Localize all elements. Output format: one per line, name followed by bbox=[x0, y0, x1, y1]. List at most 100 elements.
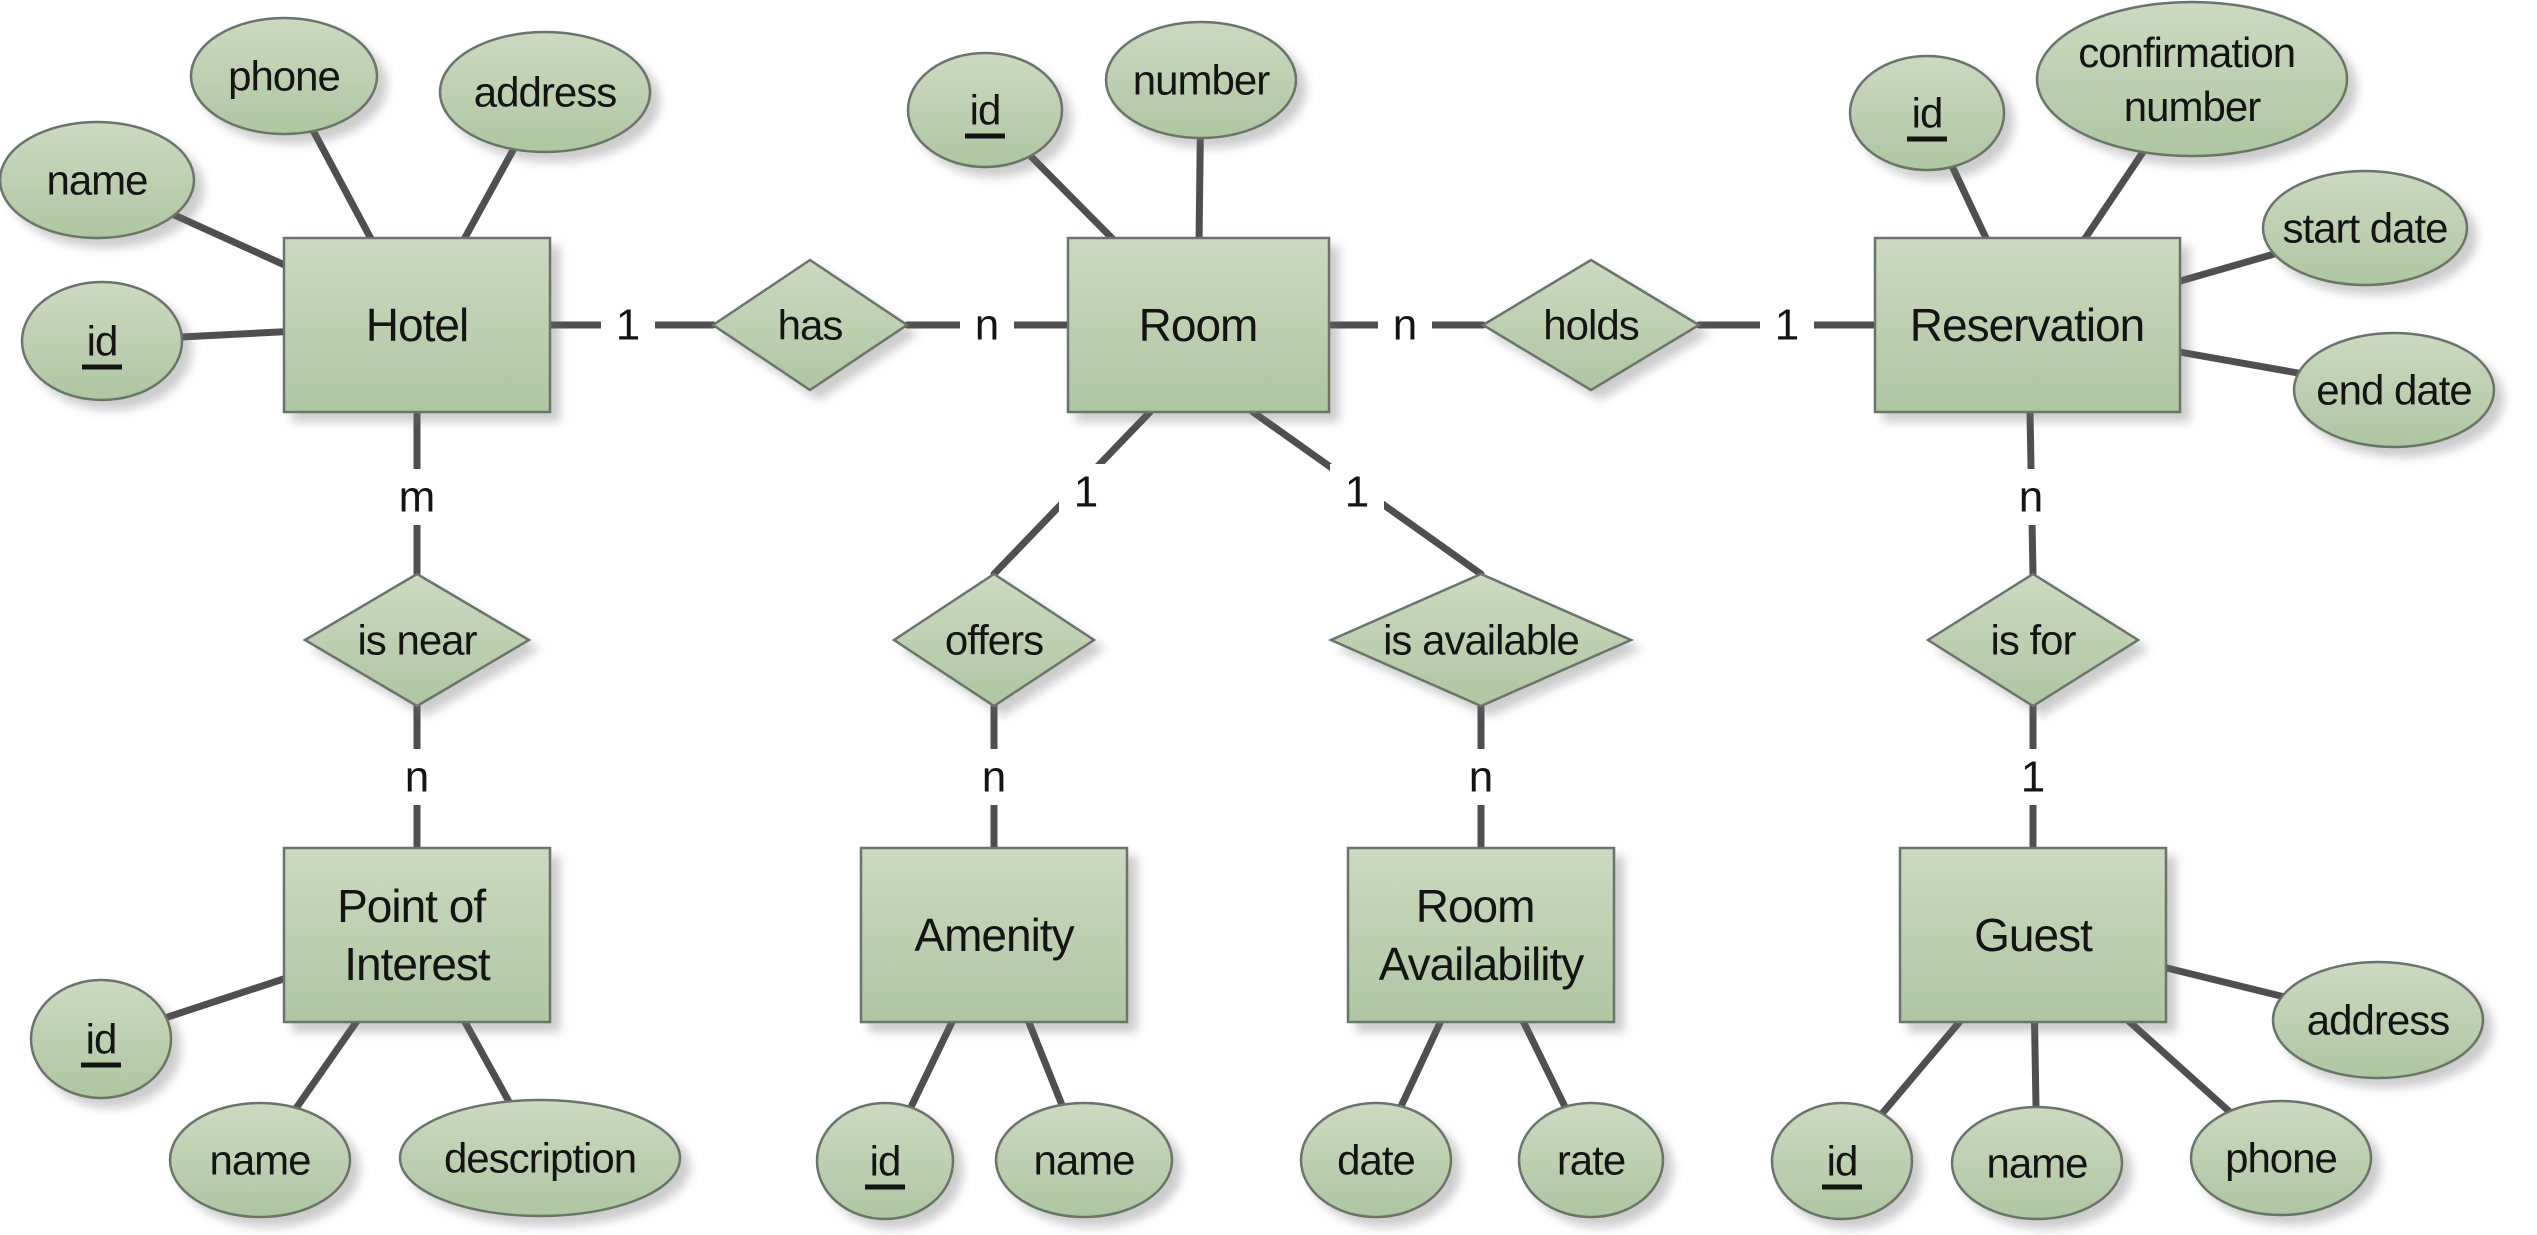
attribute-poi-description-label: description bbox=[444, 1135, 636, 1182]
attribute-poi-name-label: name bbox=[209, 1137, 310, 1184]
entity-room-label: Room bbox=[1139, 299, 1258, 351]
attribute-guest-phone-ellipse bbox=[2189, 1099, 2373, 1217]
entity-poi-label-line2: Interest bbox=[344, 938, 491, 990]
cardinality-holds-reservation: 1 bbox=[1775, 301, 1799, 350]
attribute-hotel-name-label: name bbox=[46, 157, 147, 204]
cardinality-gap bbox=[2004, 469, 2058, 525]
attribute-guest-id-label: id bbox=[1827, 1138, 1858, 1185]
cardinality-gap bbox=[1454, 749, 1508, 805]
cardinality-reservation-isfor: n bbox=[2019, 473, 2043, 522]
attribute-guest-name-ellipse bbox=[1950, 1105, 2124, 1221]
cardinality-isnear-poi: n bbox=[405, 753, 429, 802]
attribute-hotel-phone-label: phone bbox=[228, 53, 340, 100]
cardinality-gap bbox=[1378, 297, 1432, 353]
attribute-hotel-phone-ellipse bbox=[189, 16, 379, 136]
relationship-isavailable-diamond bbox=[1327, 572, 1635, 708]
attribute-guest-phone-label: phone bbox=[2225, 1135, 2337, 1182]
cardinality-gap bbox=[390, 749, 444, 805]
attribute-room-number-ellipse bbox=[1104, 20, 1298, 140]
cardinality-isavailable-roomavailability: n bbox=[1469, 753, 1493, 802]
relationship-isnear-diamond bbox=[302, 572, 532, 708]
relationship-holds-diamond bbox=[1480, 258, 1702, 392]
attribute-hotel-address-ellipse bbox=[438, 30, 652, 154]
cardinality-gap bbox=[601, 297, 655, 353]
attribute-roomavailability-rate-label: rate bbox=[1557, 1137, 1625, 1184]
attribute-room-id-ellipse bbox=[906, 51, 1064, 169]
cardinality-gap bbox=[2006, 749, 2060, 805]
attribute-amenity-id-label: id bbox=[870, 1138, 901, 1185]
entity-poi-label: Point of Interest bbox=[337, 880, 497, 990]
attribute-amenity-name-label: name bbox=[1033, 1137, 1134, 1184]
cardinality-hotel-has: 1 bbox=[616, 301, 640, 350]
attribute-roomavailability-rate-ellipse bbox=[1517, 1101, 1665, 1219]
entity-hotel bbox=[282, 236, 552, 414]
entity-room bbox=[1066, 236, 1331, 414]
attribute-room-number-label: number bbox=[1133, 57, 1270, 104]
relationship-has-label: has bbox=[778, 302, 843, 349]
attribute-reservation-start-date-label: start date bbox=[2282, 205, 2447, 252]
relationship-holds-label: holds bbox=[1543, 302, 1638, 349]
relationship-isfor-diamond bbox=[1925, 572, 2141, 708]
entity-hotel-label: Hotel bbox=[366, 299, 468, 351]
cardinality-gap bbox=[1330, 464, 1384, 520]
attribute-reservation-id-label: id bbox=[1912, 90, 1943, 137]
attribute-guest-name-label: name bbox=[1986, 1140, 2087, 1187]
attribute-hotel-id-ellipse bbox=[20, 280, 184, 402]
cardinality-room-offers: 1 bbox=[1074, 468, 1098, 517]
attribute-room-id-label: id bbox=[970, 87, 1001, 134]
attribute-poi-description-ellipse bbox=[398, 1098, 682, 1218]
attribute-amenity-name-ellipse bbox=[994, 1101, 1174, 1219]
cardinality-offers-amenity: n bbox=[982, 753, 1006, 802]
cardinality-gap bbox=[960, 297, 1014, 353]
attribute-guest-id-ellipse bbox=[1770, 1101, 1914, 1221]
entity-room-availability-label-line1: Room bbox=[1416, 880, 1535, 932]
attribute-reservation-end-date-label: end date bbox=[2316, 367, 2472, 414]
entity-poi-label-line1: Point of bbox=[337, 880, 486, 932]
attribute-reservation-end-date-ellipse bbox=[2292, 331, 2496, 449]
entity-room-availability-label-line2: Availability bbox=[1379, 938, 1584, 990]
cardinality-gap bbox=[388, 469, 446, 525]
cardinality-gap bbox=[967, 749, 1021, 805]
entity-room-availability bbox=[1346, 846, 1616, 1024]
relationship-isavailable-label: is available bbox=[1383, 617, 1579, 664]
shapes bbox=[0, 0, 2496, 1221]
attribute-hotel-address-label: address bbox=[474, 69, 616, 116]
entity-reservation bbox=[1873, 236, 2182, 414]
cardinality-room-isavailable: 1 bbox=[1345, 468, 1369, 517]
entity-reservation-label: Reservation bbox=[1910, 299, 2144, 351]
cardinality-hotel-isnear: m bbox=[399, 473, 436, 522]
attribute-reservation-confirmation-number-line2: number bbox=[2124, 83, 2261, 130]
relationship-isnear-label: is near bbox=[357, 617, 477, 664]
entity-room-availability-label: Room Availability bbox=[1379, 880, 1584, 990]
attribute-poi-id-ellipse bbox=[29, 978, 173, 1100]
labels: Hotel Room Reservation Point of Interest… bbox=[46, 29, 2473, 1190]
cardinalities: 1 n n 1 m n 1 n 1 n n 1 bbox=[388, 297, 2060, 805]
attribute-roomavailability-date-label: date bbox=[1337, 1137, 1415, 1184]
attribute-amenity-id-ellipse bbox=[815, 1101, 955, 1221]
entity-amenity-label: Amenity bbox=[914, 909, 1074, 961]
attribute-poi-id-label: id bbox=[86, 1016, 117, 1063]
cardinality-gap bbox=[1059, 464, 1113, 520]
attribute-hotel-id-label: id bbox=[87, 318, 118, 365]
cardinality-has-room: n bbox=[975, 301, 999, 350]
attribute-reservation-id-ellipse bbox=[1848, 54, 2006, 172]
attribute-reservation-confirmation-number-ellipse bbox=[2035, 0, 2349, 158]
relationship-has-diamond bbox=[710, 258, 910, 392]
cardinality-isfor-guest: 1 bbox=[2021, 753, 2045, 802]
cardinality-gap bbox=[1760, 297, 1814, 353]
attribute-reservation-confirmation-number-label: confirmation number bbox=[2078, 29, 2305, 130]
attribute-guest-address-ellipse bbox=[2271, 960, 2485, 1080]
attribute-reservation-confirmation-number-line1: confirmation bbox=[2078, 29, 2295, 76]
relationship-isfor-label: is for bbox=[1990, 617, 2076, 664]
entity-guest bbox=[1898, 846, 2168, 1024]
entity-guest-label: Guest bbox=[1974, 909, 2093, 961]
attribute-hotel-name-ellipse bbox=[0, 120, 196, 240]
entity-point-of-interest bbox=[282, 846, 552, 1024]
relationship-offers-label: offers bbox=[945, 617, 1043, 664]
attribute-roomavailability-date-ellipse bbox=[1299, 1101, 1453, 1219]
attribute-guest-address-label: address bbox=[2307, 997, 2449, 1044]
entity-amenity bbox=[859, 846, 1129, 1024]
relationship-offers-diamond bbox=[891, 572, 1097, 708]
